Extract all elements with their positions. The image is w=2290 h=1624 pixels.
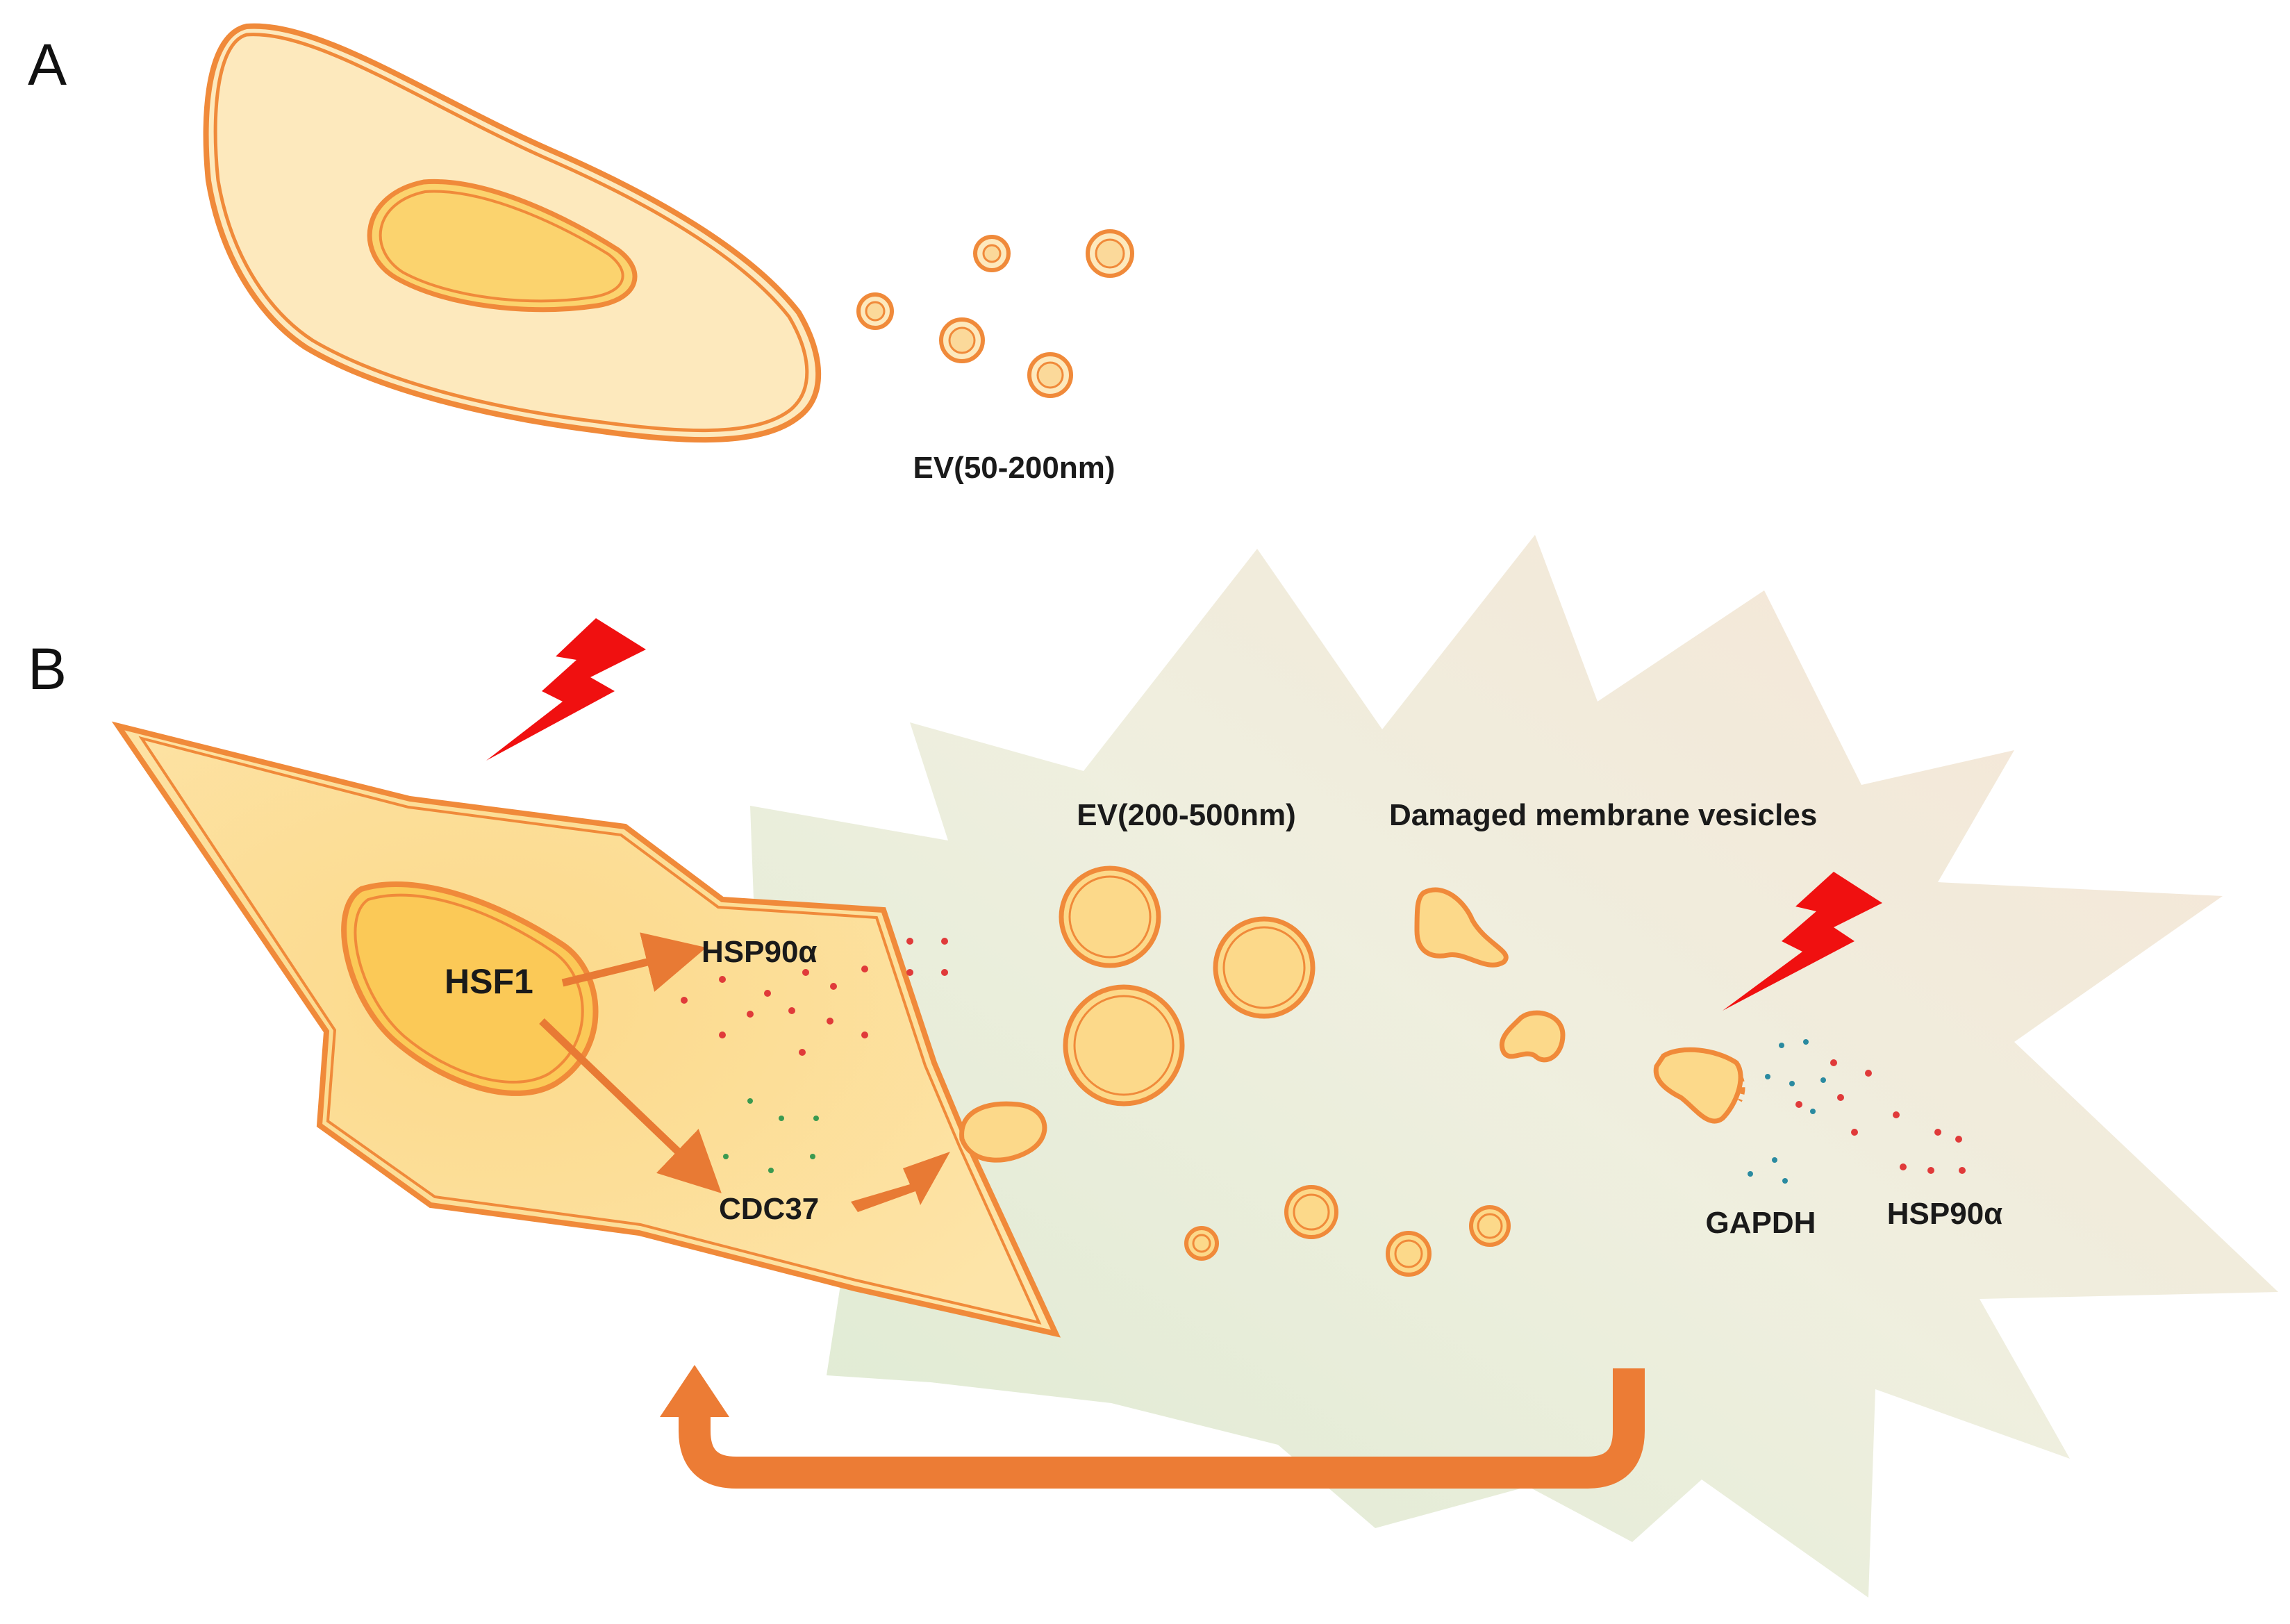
lightning-bolt-icon (1723, 872, 1882, 1011)
ev-200-500-label: EV(200-500nm) (1077, 798, 1295, 832)
ev-large (1213, 916, 1316, 1019)
damaged-vesicle (1414, 887, 1509, 968)
nucleus-a (367, 179, 638, 313)
ev-small (1284, 1185, 1338, 1239)
feedback-arrow (660, 1365, 1645, 1489)
lightning-bolt-icon (486, 618, 646, 761)
ev-small-group-b (1184, 1185, 1511, 1277)
cdc37-dots (723, 1098, 819, 1173)
hsf1-to-cdc37-arrow (539, 1018, 722, 1193)
hsp90a-dots-released (1795, 1059, 1966, 1174)
ev-small (1469, 1205, 1511, 1247)
ev-large-group (1059, 865, 1316, 1107)
hsf1-to-hsp90a-arrow (561, 932, 707, 992)
damaged-vesicle (1499, 1010, 1566, 1063)
ev-large (1059, 865, 1161, 968)
ev-small (856, 292, 894, 330)
ev-large (1063, 984, 1185, 1107)
ev-small (939, 317, 985, 363)
hsf1-label: HSF1 (445, 962, 533, 1001)
gapdh-dots (1748, 1039, 1826, 1184)
ev-small (1086, 229, 1134, 278)
ev-50-200-label: EV(50-200nm) (913, 451, 1115, 485)
budding-vesicle (959, 1101, 1047, 1163)
damaged-vesicle-rupturing (1653, 1047, 1745, 1124)
gapdh-label: GAPDH (1706, 1206, 1816, 1240)
cdc37-to-vesicle-arrow (851, 1152, 950, 1212)
cdc37-label: CDC37 (719, 1192, 819, 1226)
nucleus-b (341, 881, 599, 1096)
damaged-membrane-vesicles-label: Damaged membrane vesicles (1389, 798, 1817, 832)
hsp90a-dots-cell (681, 938, 948, 1056)
ev-small (973, 235, 1011, 272)
hsp90a-cell-label: HSP90α (702, 935, 817, 969)
ev-small (1184, 1226, 1219, 1261)
ev-small-group-a (856, 229, 1134, 398)
cell-a (203, 23, 822, 443)
panel-b-letter: B (28, 636, 67, 702)
ev-small (1027, 352, 1073, 398)
panel-a-letter: A (28, 32, 67, 97)
hsp90a-released-label: HSP90α (1887, 1197, 2002, 1231)
ev-small (1386, 1231, 1432, 1277)
cell-b (111, 721, 1061, 1338)
burst-background (750, 535, 2278, 1598)
